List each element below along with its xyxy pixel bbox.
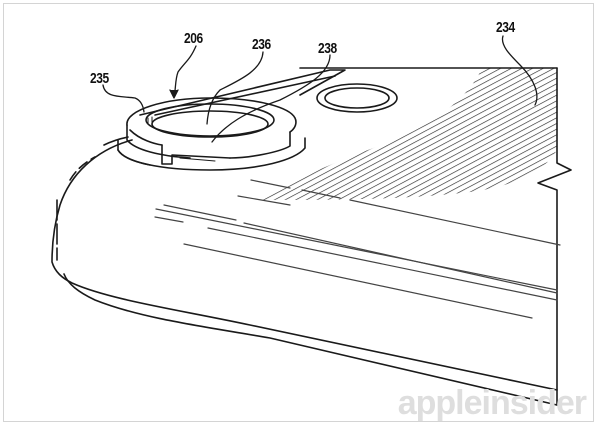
ref-label-235: 235	[90, 70, 109, 87]
device-bottom-edge	[63, 273, 558, 406]
leader-lines	[102, 35, 538, 143]
ref-label-236: 236	[252, 36, 271, 53]
leader-206	[173, 45, 197, 98]
ref-label-206: 206	[184, 30, 203, 47]
flash-oval-inner	[324, 87, 390, 109]
leader-235	[102, 84, 145, 113]
ref-label-234: 234	[496, 19, 515, 36]
ref-label-238: 238	[318, 40, 337, 57]
leader-238	[211, 54, 331, 143]
device-left-side	[51, 139, 558, 391]
figure-frame	[3, 3, 594, 422]
device-right-edge-break	[537, 67, 572, 406]
flash-oval-outer	[316, 83, 398, 113]
camera-ring-206	[117, 97, 306, 171]
watermark-logo: appleinsider	[397, 384, 587, 422]
leader-236	[206, 51, 264, 125]
leader-234	[501, 35, 538, 106]
hatched-surface-234	[262, 68, 557, 200]
